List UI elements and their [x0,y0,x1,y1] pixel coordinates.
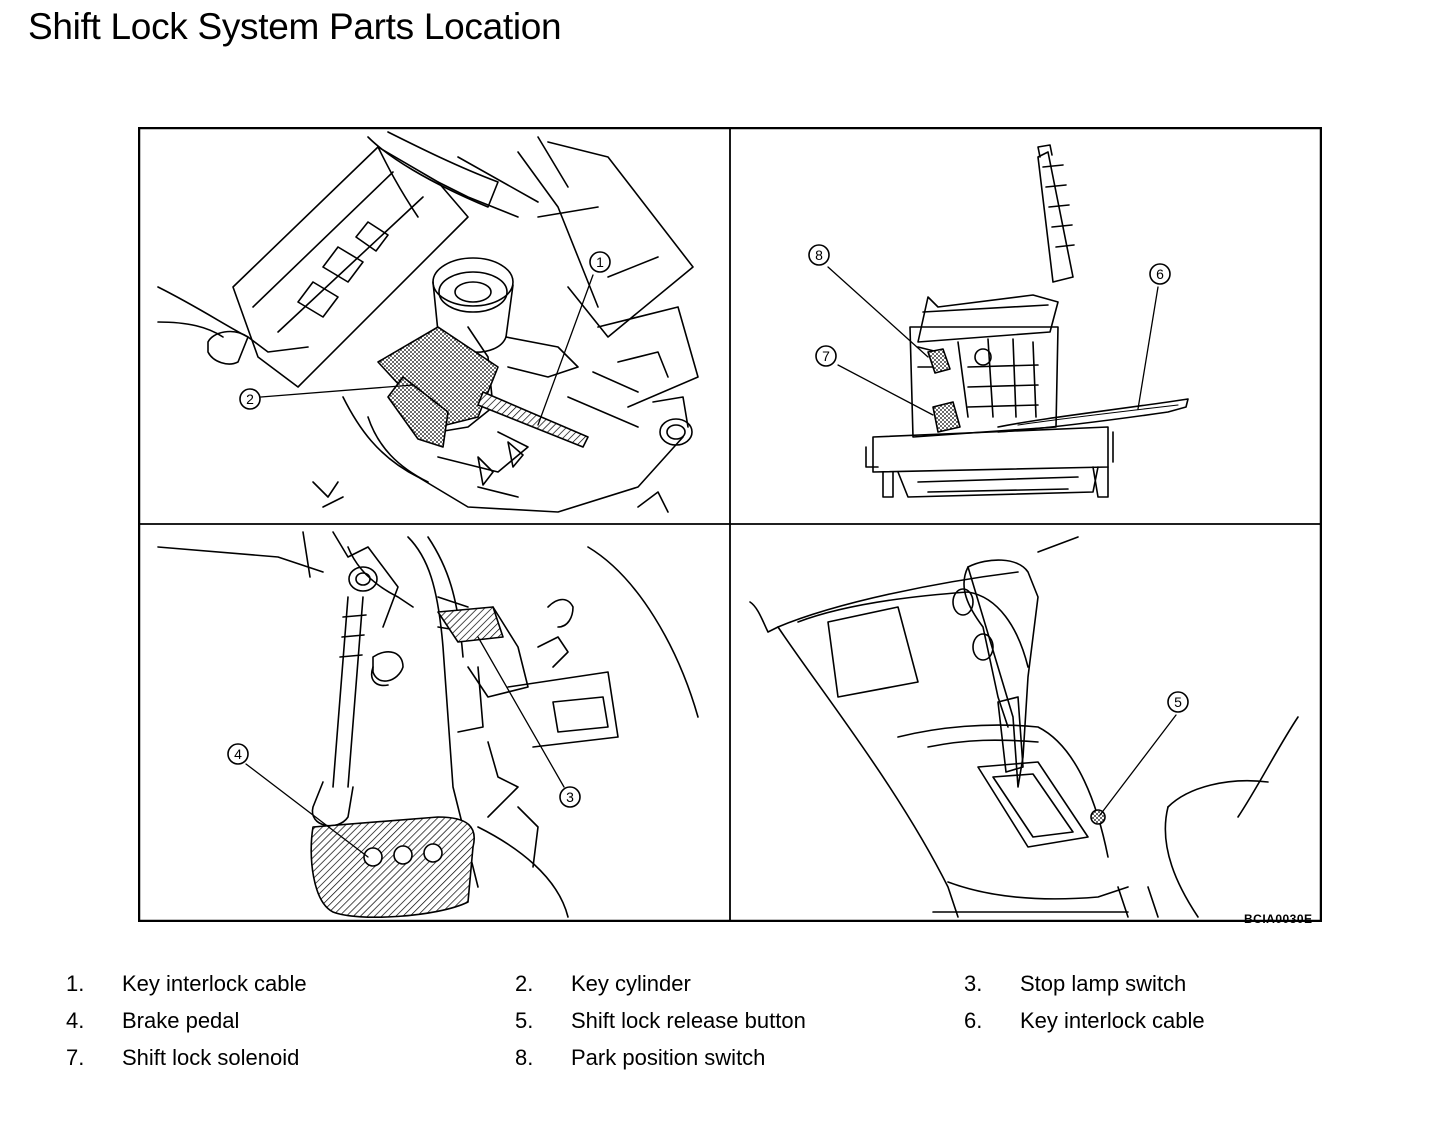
legend-number: 5. [515,1007,534,1033]
callout-2: 2 [246,391,254,407]
legend-label: Brake pedal [122,1007,240,1033]
legend-row: 7. Shift lock solenoid 8. Park position … [66,1039,1426,1076]
panel-shift-console: 5 [749,536,1299,918]
legend-label: Shift lock solenoid [122,1044,300,1070]
parts-legend: 1. Key interlock cable 2. Key cylinder 3… [66,965,1426,1076]
legend-number: 6. [964,1007,983,1033]
legend-label: Key interlock cable [122,970,307,996]
legend-number: 2. [515,970,534,996]
callout-4: 4 [234,746,242,762]
page-title: Shift Lock System Parts Location [28,6,562,47]
legend-item: 1. Key interlock cable [66,971,515,997]
panel-brake-pedal: 4 3 [157,531,699,918]
legend-item: 6. Key interlock cable [964,1008,1413,1034]
callout-5: 5 [1174,694,1182,710]
legend-item: 4. Brake pedal [66,1008,515,1034]
legend-item: 5. Shift lock release button [515,1008,964,1034]
parts-location-figure: 1 2 [138,127,1322,922]
legend-label: Shift lock release button [571,1007,806,1033]
legend-item: 8. Park position switch [515,1045,964,1071]
legend-row: 1. Key interlock cable 2. Key cylinder 3… [66,965,1426,1002]
callout-6: 6 [1156,266,1164,282]
legend-label: Key cylinder [571,970,691,996]
legend-number: 4. [66,1007,85,1033]
figure-code: BCIA0030E [1244,912,1313,926]
legend-item: 2. Key cylinder [515,971,964,997]
legend-item: 7. Shift lock solenoid [66,1045,515,1071]
panel-key-cylinder: 1 2 [157,131,699,513]
legend-row: 4. Brake pedal 5. Shift lock release but… [66,1002,1426,1039]
legend-number: 1. [66,970,85,996]
legend-number: 7. [66,1044,85,1070]
callout-7: 7 [822,348,830,364]
panel-shifter-assembly: 8 7 6 [808,144,1189,498]
legend-number: 3. [964,970,983,996]
callout-8: 8 [815,247,823,263]
legend-label: Key interlock cable [1020,1007,1205,1033]
legend-item: 3. Stop lamp switch [964,971,1413,997]
legend-label: Stop lamp switch [1020,970,1187,996]
callout-1: 1 [596,254,604,270]
legend-number: 8. [515,1044,534,1070]
callout-3: 3 [566,789,574,805]
legend-label: Park position switch [571,1044,766,1070]
